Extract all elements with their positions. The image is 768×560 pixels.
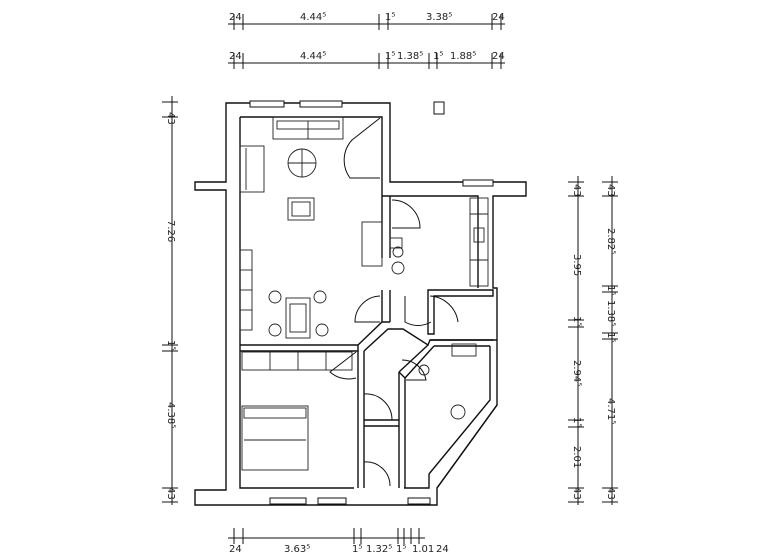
bath-sink	[451, 343, 477, 357]
dim-right2-top-wall: 43	[605, 184, 616, 197]
outer-wall-outer-line	[194, 102, 527, 506]
dim-top1-left-wall: 24	[229, 12, 242, 23]
dim-top1-interior-wall: 1⁵	[385, 12, 395, 23]
dim-top1-kitchen: 3.38⁵	[426, 12, 452, 23]
wall-bath	[404, 339, 497, 379]
window-bath	[407, 497, 431, 505]
dim-left-top-wall: 43	[165, 112, 176, 125]
kitchen-counter	[469, 197, 489, 287]
wall-hall-horizontal	[364, 371, 406, 427]
dim-top2-right-wall: 24	[492, 51, 505, 62]
dim-top1-right-wall: 24	[492, 12, 505, 23]
dining-table-top	[289, 303, 307, 333]
dim-left-bedroom: 4.38⁵	[165, 402, 176, 428]
right-dimension-line-2	[602, 176, 618, 505]
outer-wall-inner-line	[240, 116, 479, 288]
dim-bottom-bedroom: 3.63⁵	[284, 544, 310, 555]
outer-wall-inner-bottom	[404, 474, 430, 489]
chair-2	[313, 290, 327, 304]
chair-3	[268, 323, 282, 337]
dim-right1-kitchen: 3.95	[571, 254, 582, 276]
dim-right2-interior-wall-1: 1⁵	[605, 285, 616, 295]
dim-top2-interior-wall-2: 1⁵	[433, 51, 443, 62]
wc-fixture	[418, 364, 430, 376]
toilet	[450, 404, 466, 420]
dim-top2-living: 4.44⁵	[300, 51, 326, 62]
door-hall-room	[363, 393, 393, 421]
dim-right1-wc: 2.01	[571, 446, 582, 468]
top-dimension-line-1	[228, 14, 505, 30]
dim-right1-interior-wall-1: 1⁵	[571, 316, 582, 326]
right-dimension-line-1	[568, 176, 584, 505]
door-balcony	[343, 117, 381, 179]
door-kitchen	[391, 199, 421, 229]
bar-stool-1	[389, 237, 403, 249]
dim-bottom-interior-wall-1: 1⁵	[352, 544, 362, 555]
wall-living-kitchen	[381, 196, 391, 322]
kitchen-sink	[473, 227, 485, 243]
dim-left-living: 7.26	[165, 220, 176, 242]
bed	[241, 405, 309, 471]
dim-right1-top-wall: 43	[571, 184, 582, 197]
dim-right1-bottom-wall: 43	[571, 487, 582, 500]
dim-left-interior-wall: 1⁵	[165, 340, 176, 350]
bar-counter	[361, 221, 383, 267]
outer-wall-inner-left	[239, 117, 354, 489]
wardrobe	[241, 351, 353, 371]
window-bedroom-1	[269, 497, 307, 505]
wall-living-bedroom	[240, 344, 359, 352]
side-sofa	[239, 145, 265, 193]
dim-bottom-wc: 1.01	[412, 544, 434, 555]
wall-hall-angled	[357, 321, 493, 373]
window-living-2	[299, 100, 343, 108]
dim-bottom-interior-wall-2: 1⁵	[396, 544, 406, 555]
dim-right2-kitchen: 2.82⁵	[605, 228, 616, 254]
chair-4	[315, 323, 329, 337]
chair-1	[268, 290, 282, 304]
dim-bottom-left-wall: 24	[229, 544, 242, 555]
bar-stool-2	[391, 261, 405, 275]
door-wc	[363, 461, 391, 487]
door-bedroom	[329, 351, 357, 380]
bed-pillow	[243, 407, 307, 419]
door-living-hall	[354, 295, 381, 323]
balcony-post	[433, 101, 445, 115]
dim-bottom-right-wall: 24	[436, 544, 449, 555]
door-entrance	[404, 296, 432, 326]
wall-bath-angled	[428, 346, 498, 489]
armchair	[287, 197, 315, 221]
dining-table	[285, 297, 311, 339]
dim-left-bottom-wall: 43	[165, 487, 176, 500]
dim-right1-bath: 2.94⁵	[571, 360, 582, 386]
wall-storage	[427, 289, 494, 335]
door-bath	[401, 359, 427, 381]
window-kitchen	[462, 179, 494, 187]
dim-right1-interior-wall-2: 1⁵	[571, 417, 582, 427]
dim-right2-storage: 1.38⁵	[605, 300, 616, 326]
bar-stool-3	[392, 246, 404, 258]
window-living-1	[249, 100, 285, 108]
dim-top2-storage: 1.38⁵	[397, 51, 423, 62]
left-dimension-line	[162, 96, 178, 505]
door-storage	[429, 295, 459, 323]
dim-bottom-hall: 1.32⁵	[366, 544, 392, 555]
dim-right2-bath-wc: 4.71⁵	[605, 398, 616, 424]
dim-right2-bottom-wall: 43	[605, 487, 616, 500]
dim-top2-interior-wall-1: 1⁵	[385, 51, 395, 62]
top-dimension-line-2	[228, 53, 505, 69]
bottom-dimension-line	[228, 528, 425, 544]
dim-top2-kitchen: 1.88⁵	[450, 51, 476, 62]
armchair-seat	[291, 201, 311, 217]
dim-top2-left-wall: 24	[229, 51, 242, 62]
dim-right2-interior-wall-2: 1⁵	[605, 332, 616, 342]
window-bedroom-2	[317, 497, 347, 505]
dim-top1-living: 4.44⁵	[300, 12, 326, 23]
